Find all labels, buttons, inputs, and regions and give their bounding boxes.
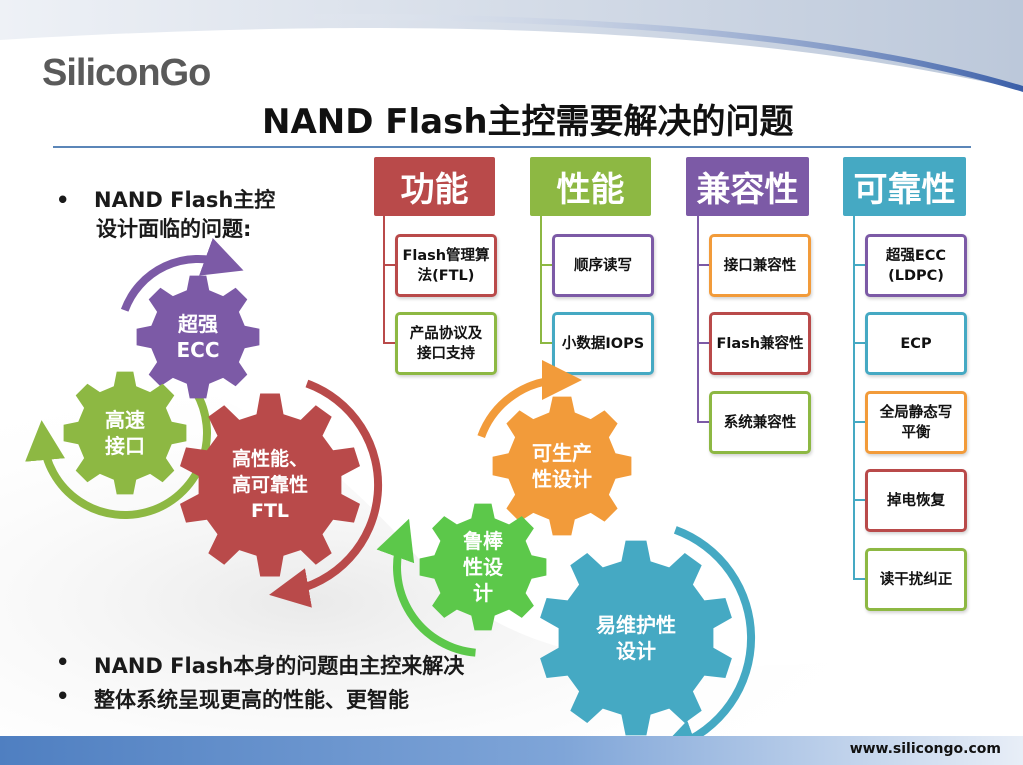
tree-line bbox=[383, 216, 385, 344]
gear-label-4: 可生产性设计 bbox=[532, 441, 592, 491]
gear-label-5: 鲁棒性设计 bbox=[463, 529, 503, 605]
gear-arrow-1 bbox=[120, 238, 244, 312]
tree-line bbox=[540, 216, 542, 344]
gear-arrow-6 bbox=[656, 526, 756, 759]
item-sequential-rw: 顺序读写 bbox=[552, 234, 654, 297]
tree-tick bbox=[540, 342, 554, 344]
item-interface-compat: 接口兼容性 bbox=[709, 234, 811, 297]
category-performance: 性能 bbox=[530, 157, 651, 216]
gear-5 bbox=[419, 503, 547, 631]
item-ftl: Flash管理算法(FTL) bbox=[395, 234, 497, 297]
intro-line-1: NAND Flash主控 bbox=[94, 188, 276, 212]
bottom-bullet-1: • NAND Flash本身的问题由主控来解决 bbox=[56, 650, 465, 680]
title-divider bbox=[53, 146, 971, 148]
item-system-compat: 系统兼容性 bbox=[709, 391, 811, 454]
tree-tick bbox=[853, 264, 867, 266]
gear-arrow-4 bbox=[477, 360, 582, 439]
bottom-bullet-2: • 整体系统呈现更高的性能、更智能 bbox=[56, 684, 409, 714]
tree-tick bbox=[697, 421, 711, 423]
gear-1 bbox=[136, 275, 260, 399]
bullet-marker: • bbox=[56, 188, 70, 212]
gear-bodies bbox=[63, 275, 732, 736]
item-ldpc: 超强ECC(LDPC) bbox=[865, 234, 967, 297]
tree-line bbox=[853, 216, 855, 580]
bullet-marker: • bbox=[56, 650, 70, 674]
category-compatibility: 兼容性 bbox=[686, 157, 809, 216]
gear-arrow-2 bbox=[25, 390, 211, 520]
bottom-bullet-1-text: NAND Flash本身的问题由主控来解决 bbox=[94, 654, 465, 678]
gear-label-2: 高速接口 bbox=[105, 408, 145, 458]
item-flash-compat: Flash兼容性 bbox=[709, 312, 811, 375]
tree-line bbox=[697, 216, 699, 423]
bullet-marker: • bbox=[56, 684, 70, 708]
tree-tick bbox=[540, 264, 554, 266]
tree-tick bbox=[383, 342, 397, 344]
item-wear-leveling: 全局静态写平衡 bbox=[865, 391, 967, 454]
gear-4 bbox=[492, 396, 632, 536]
logo: SiliconGo bbox=[42, 52, 211, 94]
gear-arrow-5 bbox=[376, 518, 476, 657]
page-title: NAND Flash主控需要解决的问题 bbox=[262, 102, 794, 142]
category-reliability: 可靠性 bbox=[843, 157, 966, 216]
tree-tick bbox=[853, 499, 867, 501]
item-read-disturb: 读干扰纠正 bbox=[865, 548, 967, 611]
footer-url: www.silicongo.com bbox=[849, 741, 1001, 757]
gear-2 bbox=[63, 371, 187, 495]
bottom-bullet-2-text: 整体系统呈现更高的性能、更智能 bbox=[94, 688, 409, 712]
gear-arrow-3 bbox=[269, 379, 383, 608]
intro-bullet: • NAND Flash主控 设计面临的问题: bbox=[56, 186, 276, 244]
gear-6 bbox=[540, 540, 732, 736]
tree-tick bbox=[383, 264, 397, 266]
tree-tick bbox=[853, 421, 867, 423]
tree-tick bbox=[697, 342, 711, 344]
tree-tick bbox=[853, 342, 867, 344]
item-power-loss: 掉电恢复 bbox=[865, 469, 967, 532]
gear-3 bbox=[180, 393, 360, 577]
intro-line-2: 设计面临的问题: bbox=[96, 217, 252, 241]
item-ecp: ECP bbox=[865, 312, 967, 375]
tree-tick bbox=[853, 578, 867, 580]
item-protocol: 产品协议及接口支持 bbox=[395, 312, 497, 375]
gear-arrows bbox=[25, 238, 756, 759]
category-function: 功能 bbox=[374, 157, 495, 216]
gear-label-6: 易维护性设计 bbox=[596, 613, 676, 663]
footer-bar bbox=[0, 736, 1023, 765]
tree-tick bbox=[697, 264, 711, 266]
